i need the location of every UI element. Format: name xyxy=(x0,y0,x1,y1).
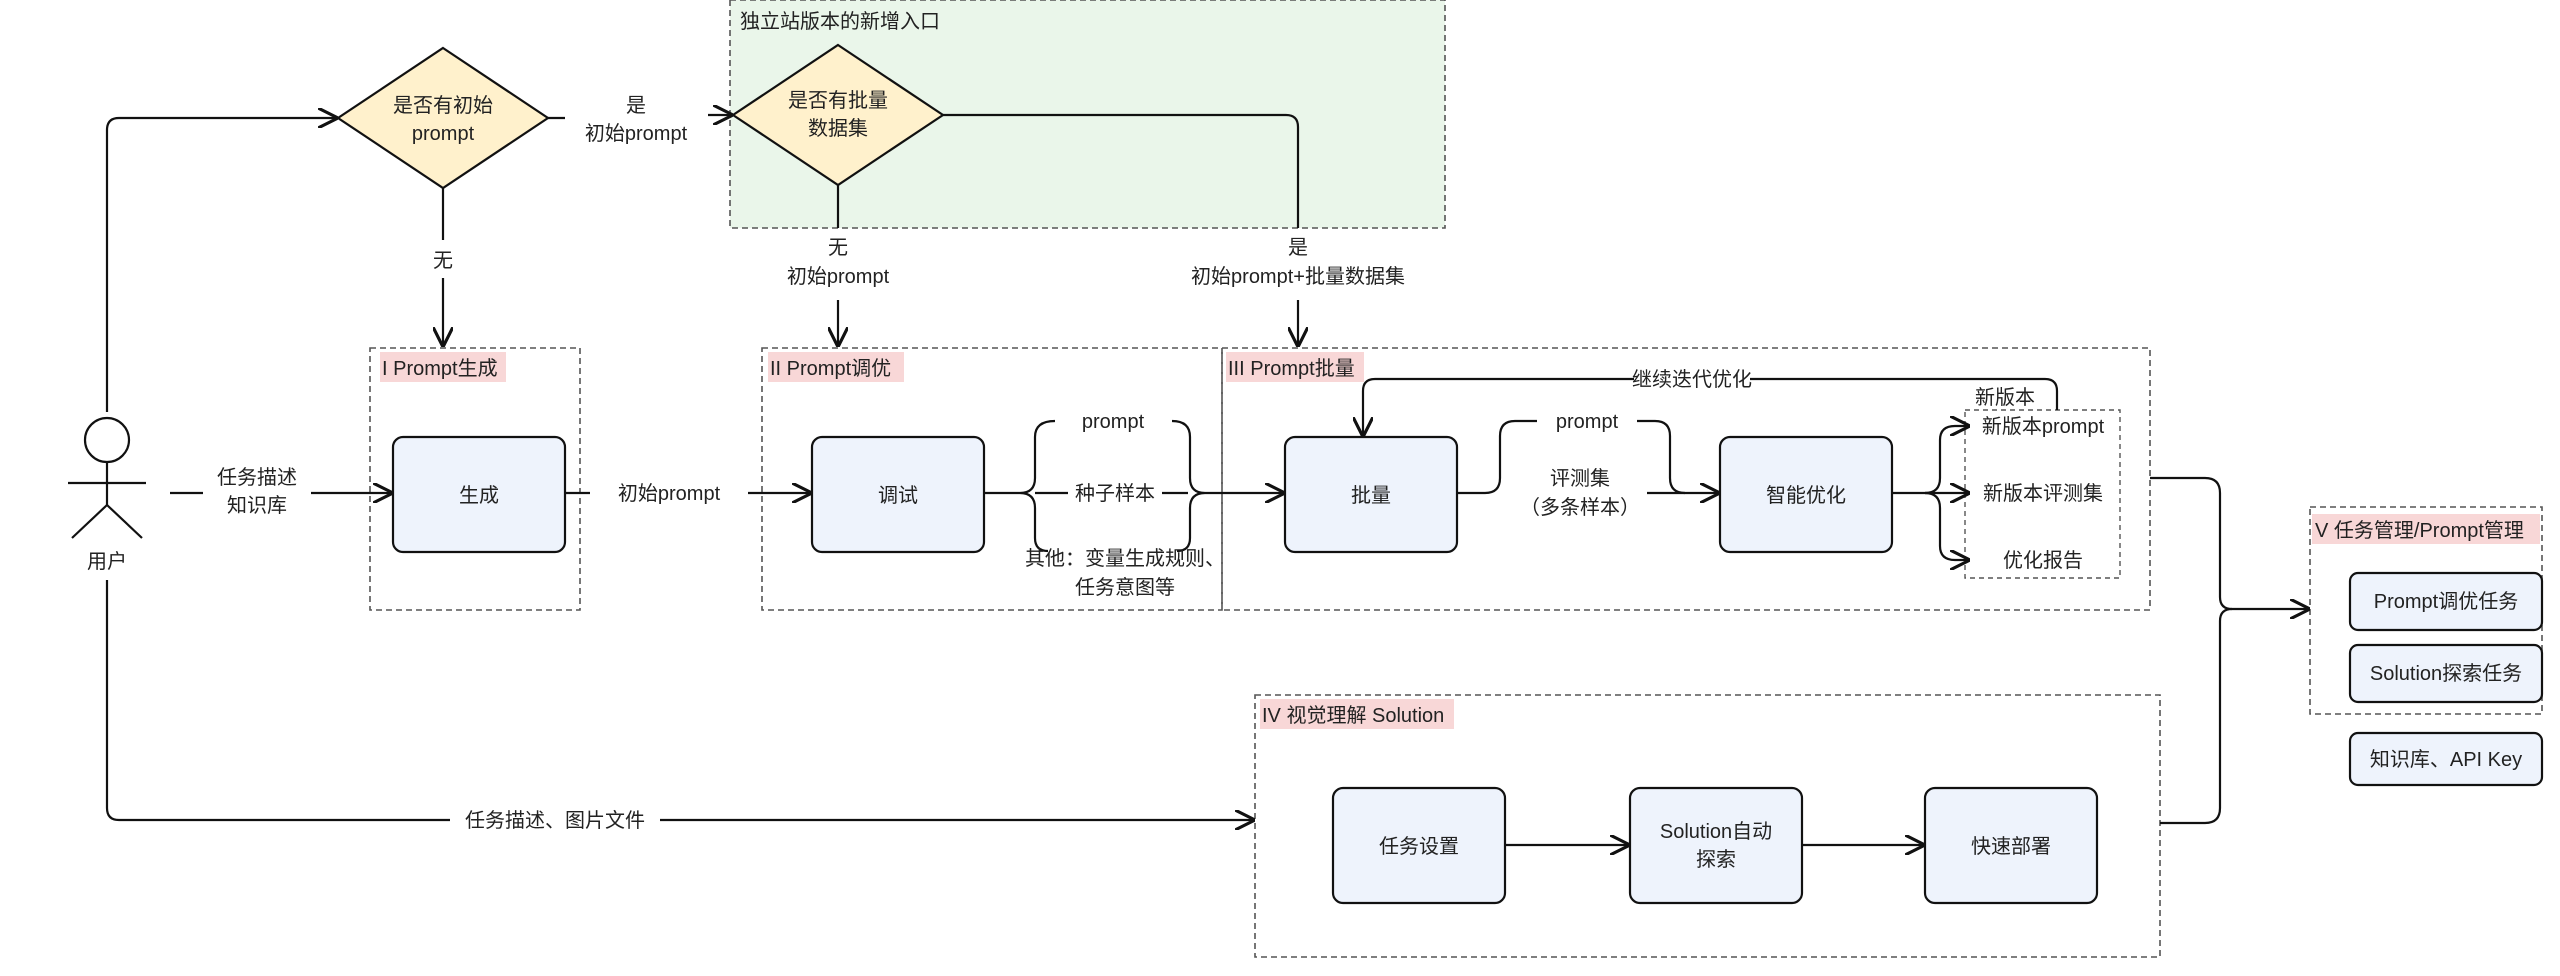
edge-solution-to-management xyxy=(2160,607,2233,825)
node-batch xyxy=(1283,435,1459,554)
node-kb-api-label: 知识库、API Key xyxy=(2370,748,2522,771)
edge-label-knowledge-base: 知识库 xyxy=(227,494,287,517)
debug-input-seed: 种子样本 xyxy=(1075,482,1155,505)
node-solution-explore-line2: 探索 xyxy=(1696,848,1736,871)
section-title-bg-3 xyxy=(1226,352,1364,382)
decision-has-batch-dataset-line1: 是否有批量 xyxy=(788,89,888,112)
edge-label-yes-2: 是 xyxy=(1288,237,1308,259)
edge-label-yes: 是 xyxy=(626,95,646,117)
batch-merge-brace xyxy=(1171,419,1206,553)
section-frame-generate xyxy=(369,347,581,611)
output-report: 优化报告 xyxy=(2003,549,2083,572)
node-prompt-task-label: Prompt调优任务 xyxy=(2374,590,2518,613)
decision-has-initial-prompt xyxy=(336,46,550,190)
section-title-tuning: II Prompt调优 xyxy=(770,357,891,380)
edge-user-to-decision xyxy=(105,118,336,412)
node-quick-deploy xyxy=(1923,786,2099,905)
edge-label-task-desc-images: 任务描述、图片文件 xyxy=(465,809,645,832)
debug-input-other-line2: 任务意图等 xyxy=(1075,576,1175,599)
node-quick-deploy-label: 快速部署 xyxy=(1971,835,2051,858)
debug-inputs-brace xyxy=(1019,419,1056,553)
node-debug xyxy=(810,435,986,554)
section-frame-batch xyxy=(1221,347,2151,611)
node-task-setup-label: 任务设置 xyxy=(1379,835,1459,858)
decision-has-initial-prompt-line1: 是否有初始 xyxy=(393,94,493,117)
edge-label-initial-prompt-2: 初始prompt xyxy=(787,265,890,288)
edge-label-prompt-dataset: 初始prompt+批量数据集 xyxy=(1191,265,1405,288)
edge-label-new-version: 新版本 xyxy=(1975,386,2035,409)
section-title-solution: IV 视觉理解 Solution xyxy=(1262,704,1444,727)
user-actor-icon xyxy=(68,416,146,539)
decision-has-batch-dataset-line2: 数据集 xyxy=(808,117,868,140)
edge-iterate-loop-left xyxy=(1363,377,1634,435)
section-title-bg-1 xyxy=(380,352,506,382)
batch-prompt-brace-left xyxy=(1484,419,1537,495)
node-solution-task-label: Solution探索任务 xyxy=(2370,662,2522,685)
node-solution-explore xyxy=(1628,786,1804,905)
section-frame-tuning xyxy=(761,347,1223,611)
node-generate xyxy=(391,435,567,554)
output-new-prompt: 新版本prompt xyxy=(1982,415,2105,438)
edge-label-no-2: 无 xyxy=(828,237,848,259)
section-title-bg-2 xyxy=(768,352,904,382)
edge-user-to-solution-start xyxy=(105,580,450,822)
section-title-generate: I Prompt生成 xyxy=(382,357,498,380)
node-smart-optimize-label: 智能优化 xyxy=(1766,484,1846,507)
node-batch-label: 批量 xyxy=(1351,484,1391,507)
batch-input-eval-line2: （多条样本） xyxy=(1520,496,1640,519)
debug-input-prompt: prompt xyxy=(1082,411,1145,433)
node-solution-task xyxy=(2348,643,2544,704)
edge-batch-to-management xyxy=(2150,476,2308,609)
actor-label: 用户 xyxy=(87,550,127,573)
output-new-evalset: 新版本评测集 xyxy=(1983,482,2103,505)
node-prompt-task xyxy=(2348,571,2544,632)
edge-iterate-loop-right xyxy=(1750,377,2059,410)
section-title-management: V 任务管理/Prompt管理 xyxy=(2315,519,2524,542)
section-title-batch: III Prompt批量 xyxy=(1228,357,1355,380)
edge-yes-to-batch-top xyxy=(943,113,1300,228)
batch-prompt-brace-right xyxy=(1637,419,1686,495)
edge-out-report xyxy=(1924,491,1968,560)
batch-input-eval-line1: 评测集 xyxy=(1550,467,1610,490)
section-frame-solution xyxy=(1254,694,2161,958)
decision-has-initial-prompt-line2: prompt xyxy=(412,123,475,145)
edge-out-new-prompt xyxy=(1924,426,1968,495)
edge-label-continue-iterate: 继续迭代优化 xyxy=(1632,368,1752,391)
section-title-bg-4 xyxy=(1260,699,1454,729)
node-kb-api xyxy=(2348,731,2544,787)
edge-label-initial-prompt-1: 初始prompt xyxy=(585,122,688,145)
edge-label-no: 无 xyxy=(433,250,453,272)
edge-label-generated-prompt: 初始prompt xyxy=(618,482,721,505)
node-debug-label: 调试 xyxy=(878,484,918,507)
edge-label-task-desc: 任务描述 xyxy=(217,466,297,489)
node-generate-label: 生成 xyxy=(459,484,499,507)
node-smart-optimize xyxy=(1718,435,1894,554)
section-title-bg-5 xyxy=(2312,514,2540,544)
node-solution-explore-line1: Solution自动 xyxy=(1660,820,1772,843)
debug-input-other-line1: 其他：变量生成规则、 xyxy=(1025,547,1225,570)
batch-input-prompt: prompt xyxy=(1556,411,1619,433)
standalone-region-label: 独立站版本的新增入口 xyxy=(740,10,940,33)
